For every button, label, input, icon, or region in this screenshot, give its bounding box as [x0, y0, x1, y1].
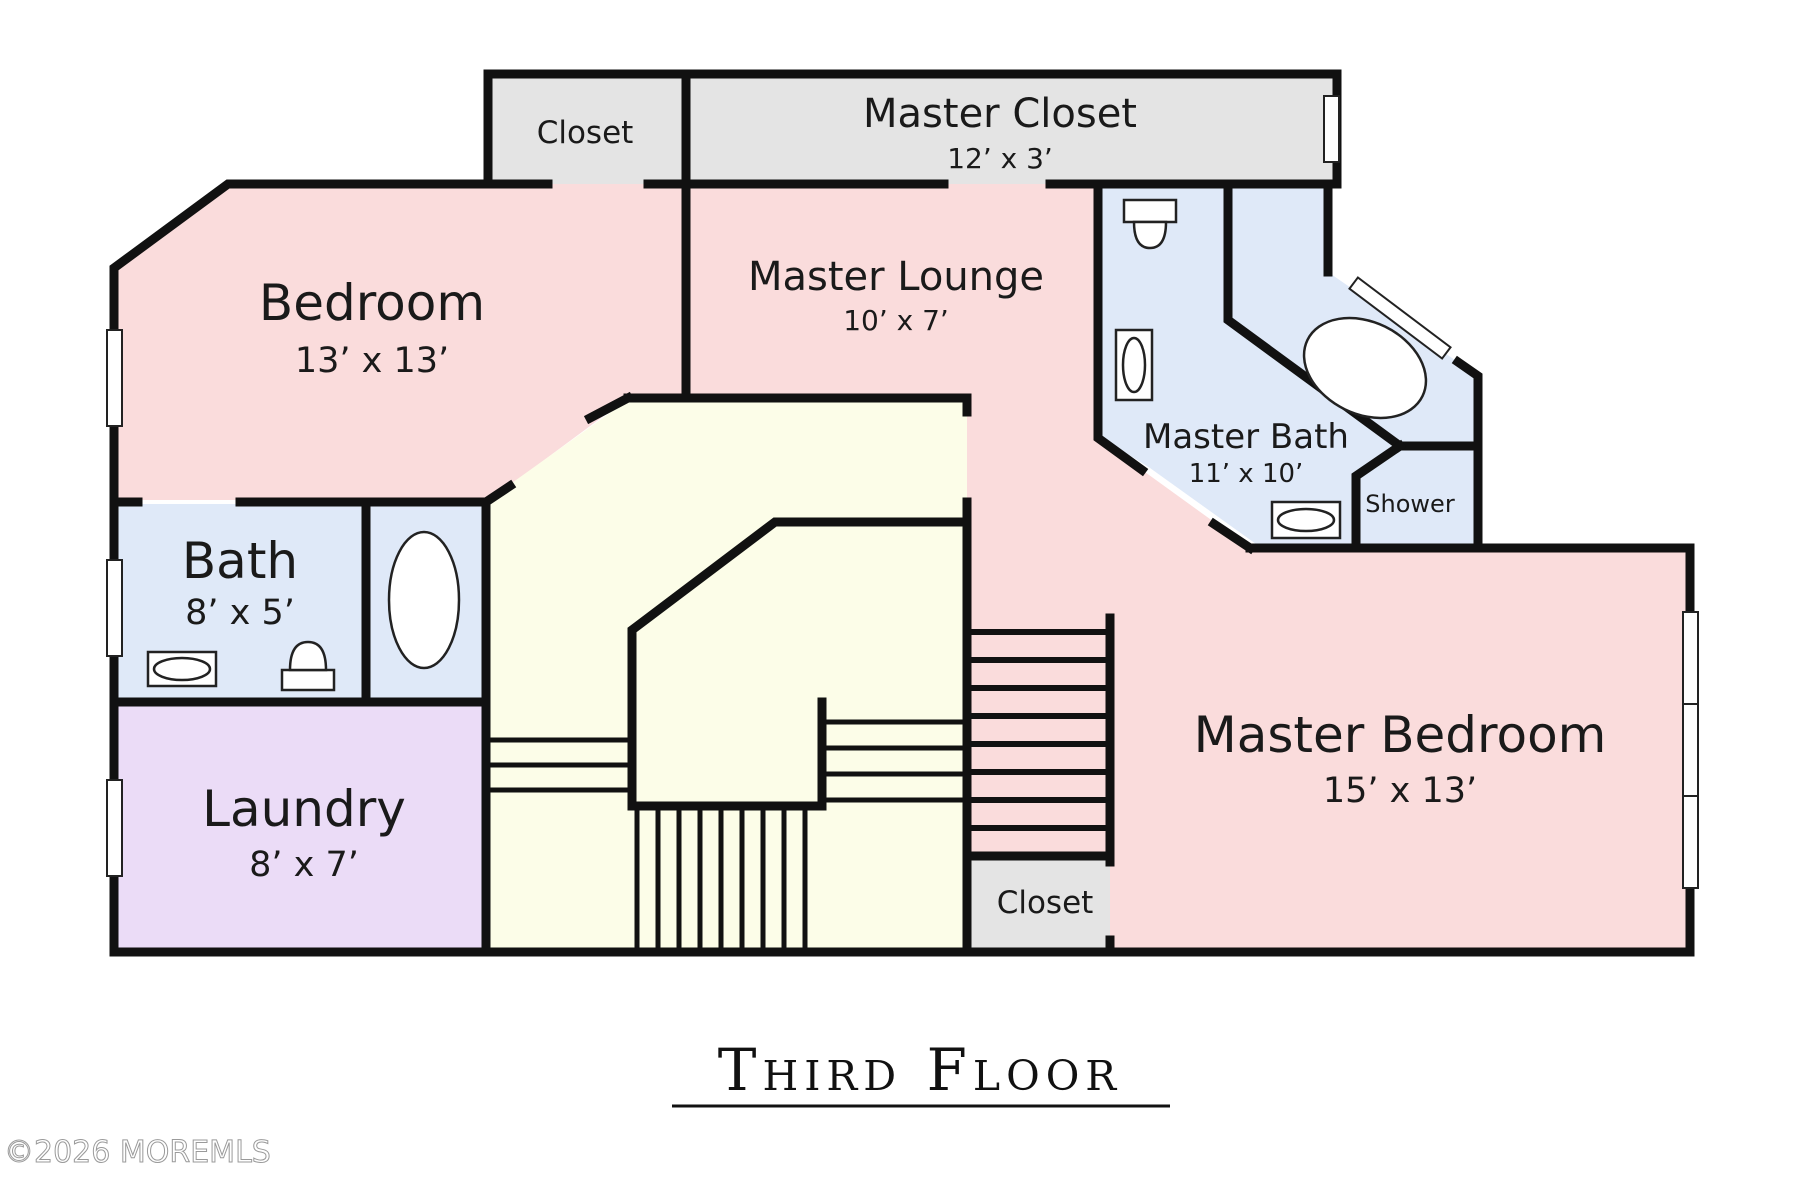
master-closet-dims: 12’ x 3’	[947, 142, 1053, 175]
master-bath-toilet-icon	[1122, 198, 1178, 250]
master-bath-sink-icon	[1114, 328, 1154, 402]
bath-sink-icon	[146, 650, 218, 688]
master-bath-tub-icon	[1302, 316, 1428, 420]
laundry-area	[118, 704, 484, 952]
master-closet-area	[688, 78, 1333, 184]
master-bedroom-area	[1052, 548, 1688, 955]
master-bedroom-label: Master Bedroom	[1194, 706, 1607, 764]
bath-toilet-icon	[280, 640, 336, 692]
closet-bottom-area	[971, 858, 1110, 952]
shower-label: Shower	[1365, 490, 1455, 518]
bath-dims: 8’ x 5’	[185, 593, 295, 633]
laundry-dims: 8’ x 7’	[249, 845, 359, 885]
bath-tub-icon	[387, 530, 461, 670]
stairs-bottom-treads	[634, 809, 808, 953]
bath-label: Bath	[182, 532, 298, 590]
stairs-middle-treads	[819, 719, 965, 803]
master-bath-dims: 11’ x 10’	[1189, 459, 1304, 489]
bedroom-area	[116, 184, 684, 500]
master-lounge-label: Master Lounge	[748, 254, 1044, 300]
top-closet-area	[488, 78, 688, 184]
bedroom-dims: 13’ x 13’	[295, 341, 449, 381]
windows	[106, 95, 1699, 889]
closet-top-label: Closet	[537, 115, 634, 151]
master-closet-label: Master Closet	[863, 91, 1137, 137]
stair-well-area	[632, 522, 962, 806]
master-lounge-dims: 10’ x 7’	[843, 304, 949, 337]
closet-bottom-label: Closet	[997, 885, 1094, 921]
pink-stairs-area	[971, 625, 1110, 852]
stairs-right-treads	[968, 629, 1113, 831]
master-bath-vanity-icon	[1270, 500, 1342, 540]
watermark: ©2026 MOREMLS	[4, 1135, 271, 1170]
stairs-left-treads	[485, 737, 635, 793]
master-bath-label: Master Bath	[1143, 417, 1349, 457]
laundry-label: Laundry	[202, 780, 406, 838]
floor-title: Third Floor	[718, 1036, 1122, 1104]
master-bedroom-dims: 15’ x 13’	[1323, 771, 1477, 811]
bedroom-label: Bedroom	[259, 274, 485, 332]
